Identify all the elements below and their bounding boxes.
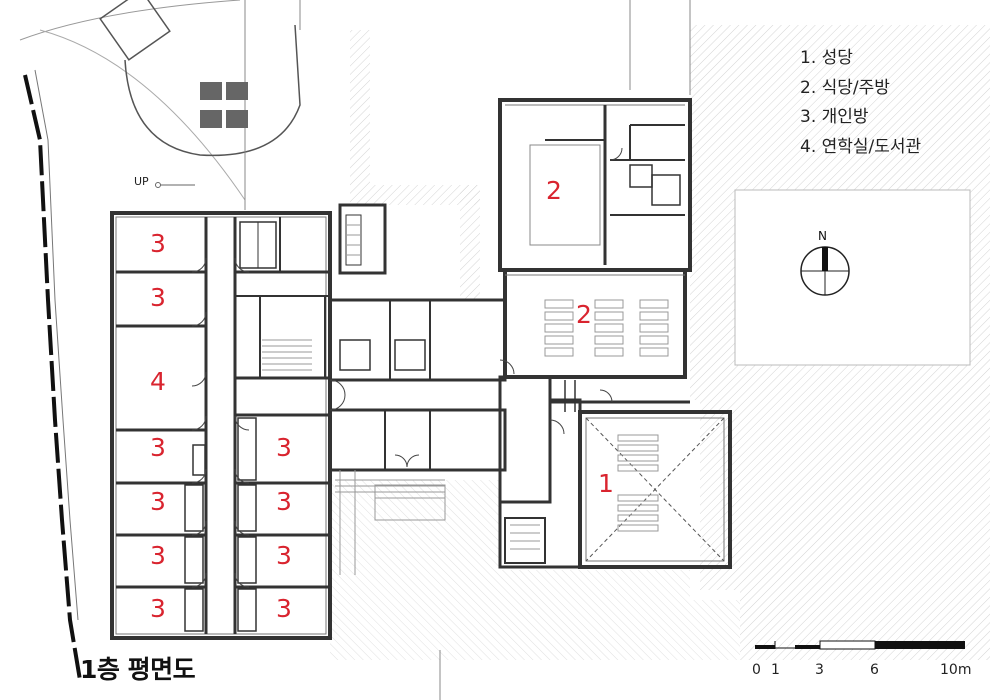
room-number: 4 — [150, 367, 166, 396]
room-number: 3 — [150, 433, 166, 462]
furniture — [262, 224, 669, 575]
site-hatch — [330, 25, 990, 660]
room-number: 3 — [276, 433, 292, 462]
north-arrow-icon — [800, 246, 850, 296]
stairs — [262, 224, 540, 550]
room-number: 2 — [546, 176, 562, 205]
legend-item: 3. 개인방 — [800, 107, 869, 127]
room-number: 3 — [150, 487, 166, 516]
doors — [191, 147, 623, 588]
scale-label: 6 — [870, 662, 879, 678]
up-label: UP — [134, 175, 149, 188]
room-number: 3 — [276, 594, 292, 623]
legend-item: 4. 연학실/도서관 — [800, 136, 922, 157]
legend-item: 1. 성당 — [800, 48, 853, 68]
north-label: N — [818, 229, 827, 243]
scale-label: 3 — [815, 662, 824, 678]
building-walls — [110, 98, 732, 640]
room-number: 3 — [276, 541, 292, 570]
room-number: 1 — [598, 469, 614, 498]
planters — [99, 0, 248, 128]
room-number: 3 — [276, 487, 292, 516]
room-number: 2 — [576, 300, 592, 329]
dining-tables — [544, 299, 669, 357]
scale-bar — [755, 640, 965, 650]
room-numbers: 3 3 4 3 3 3 3 3 3 3 3 2 2 1 — [150, 176, 614, 623]
entry-steps — [335, 470, 446, 575]
room-number: 3 — [150, 283, 166, 312]
scale-label: 10m — [940, 662, 972, 678]
site-boundary — [19, 0, 691, 700]
scale-label: 0 — [752, 662, 761, 678]
chapel-pews — [617, 434, 659, 532]
legend: 1. 성당 2. 식당/주방 3. 개인방 4. 연학실/도서관 — [800, 44, 921, 162]
room-number: 3 — [150, 594, 166, 623]
room-number: 3 — [150, 229, 166, 258]
scale-label: 1 — [771, 662, 780, 678]
room-number: 3 — [150, 541, 166, 570]
page-title: 1층 평면도 — [80, 655, 196, 684]
legend-item: 2. 식당/주방 — [800, 77, 890, 98]
